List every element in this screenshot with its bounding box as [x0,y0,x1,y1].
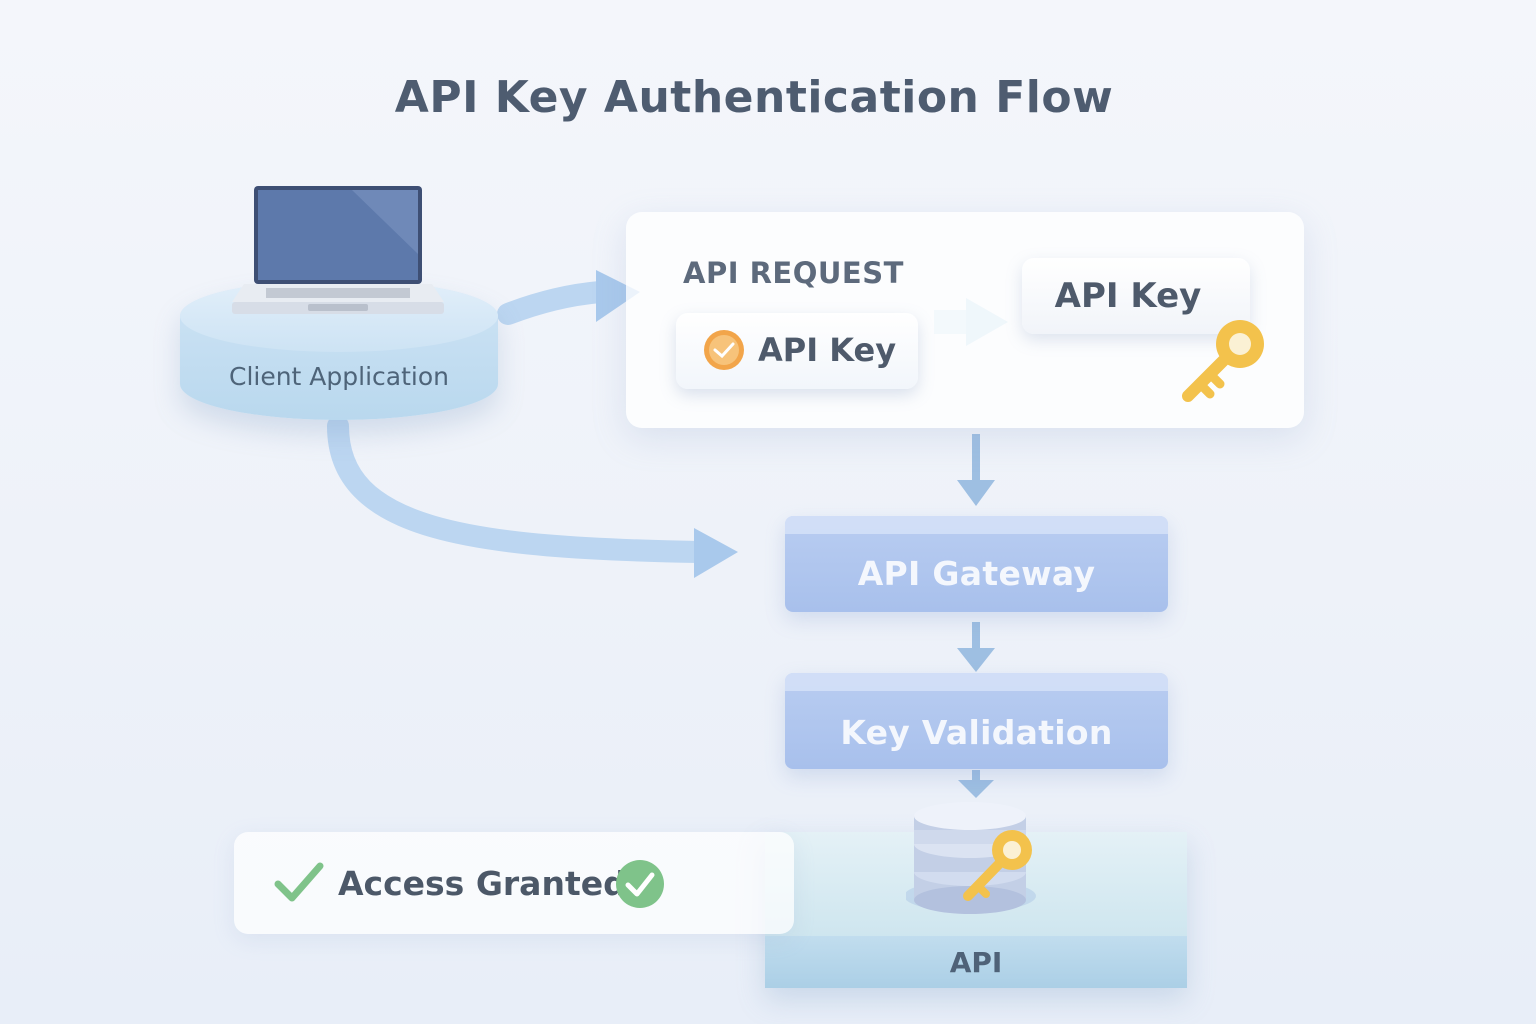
diagram-title: API Key Authentication Flow [394,72,1114,123]
check-circle-icon [616,860,664,908]
arrow-client-to-gateway [327,415,738,578]
database-key-icon [906,802,1036,914]
api-key-box [1022,258,1250,334]
checkmark-icon [274,862,324,902]
key-validation-label: Key Validation [840,713,1113,752]
arrow-gateway-to-validation [957,622,995,672]
key-icon [1182,320,1264,402]
client-application-label: Client Application [228,362,449,391]
key-validation-block [785,673,1168,769]
check-badge-icon [704,330,744,370]
arrow-client-to-request [497,270,640,325]
access-granted-bar [234,832,794,934]
api-key-chip-label: API Key [758,331,897,369]
api-request-heading: API REQUEST [683,256,904,290]
api-label: API [949,946,1003,979]
laptop-icon [232,186,444,314]
arrow-validation-to-database [958,770,994,798]
arrow-request-to-gateway [957,434,995,506]
api-key-box-label: API Key [1054,276,1202,316]
api-gateway-label: API Gateway [857,554,1096,593]
api-gateway-block [785,516,1168,612]
access-granted-label: Access Granted [338,864,627,903]
